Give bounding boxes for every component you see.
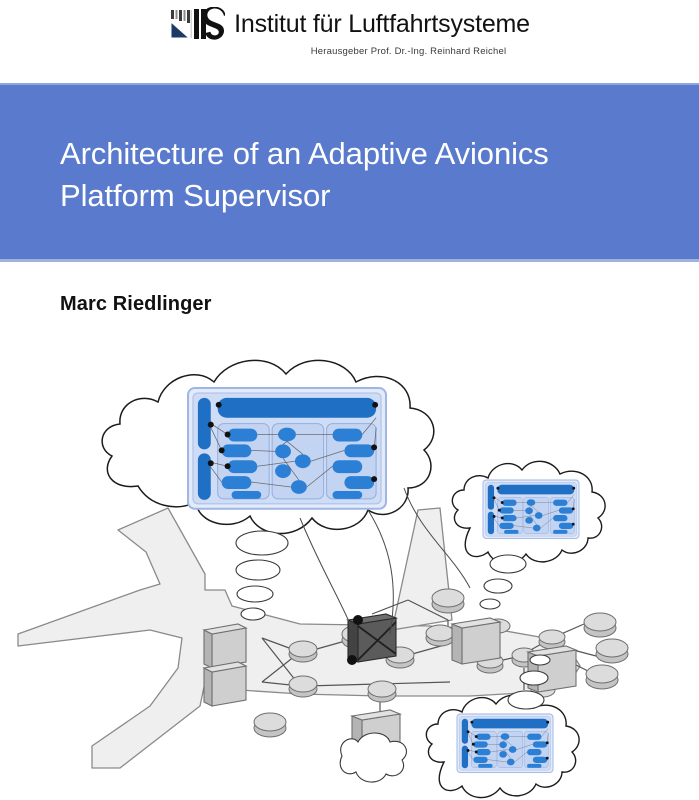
author-name: Marc Riedlinger <box>60 293 212 315</box>
bottom-architecture-diagram <box>456 713 554 774</box>
module-module-box <box>449 617 503 665</box>
bottom-architecture-cloud <box>425 694 580 799</box>
page-title-line-2: Platform Supervisor <box>60 178 331 214</box>
right-architecture-diagram <box>482 479 580 540</box>
terminal-node <box>253 712 287 738</box>
band-top-edge <box>0 83 699 85</box>
terminal-node <box>367 680 397 703</box>
module-connector-dot <box>353 615 363 625</box>
publisher-logo-row: Institut für Luftfahrtsysteme <box>169 6 530 42</box>
terminal-node <box>583 612 617 638</box>
failed-module-box <box>345 613 399 665</box>
failure-x-icon <box>357 621 397 661</box>
main-architecture-diagram <box>187 387 387 510</box>
page-title-line-1: Architecture of an Adaptive Avionics <box>60 136 549 171</box>
network-modules <box>202 613 579 757</box>
terminal-node <box>425 624 455 647</box>
main-architecture-cloud <box>101 359 435 535</box>
terminal-node <box>595 638 629 664</box>
publisher-editor-line: Herausgeber Prof. Dr.-Ing. Reinhard Reic… <box>310 46 507 57</box>
terminal-node <box>288 675 318 698</box>
ils-logo-icon <box>169 6 226 41</box>
right-architecture-cloud <box>451 460 606 565</box>
page-title: Architecture of an Adaptive Avionics Pla… <box>60 133 660 218</box>
terminal-node <box>585 664 619 690</box>
band-bottom-edge <box>0 259 699 262</box>
thought-trail-right <box>479 554 527 610</box>
thought-trail-lower-module <box>339 732 407 783</box>
publisher-name: Institut für Luftfahrtsysteme <box>234 9 530 38</box>
title-band: Architecture of an Adaptive Avionics Pla… <box>0 83 699 262</box>
cover-illustration <box>0 338 699 800</box>
module-box <box>202 661 248 707</box>
module-box <box>202 623 248 669</box>
terminal-node <box>288 640 318 663</box>
cloud-leader-lines <box>299 487 471 635</box>
module-connector-dot <box>347 655 357 665</box>
thought-trail-main <box>235 530 289 621</box>
terminal-node <box>538 629 566 650</box>
thought-trail-bottom <box>507 654 551 710</box>
terminal-node <box>431 588 465 614</box>
publisher-header: Institut für Luftfahrtsysteme Herausgebe… <box>0 6 699 68</box>
